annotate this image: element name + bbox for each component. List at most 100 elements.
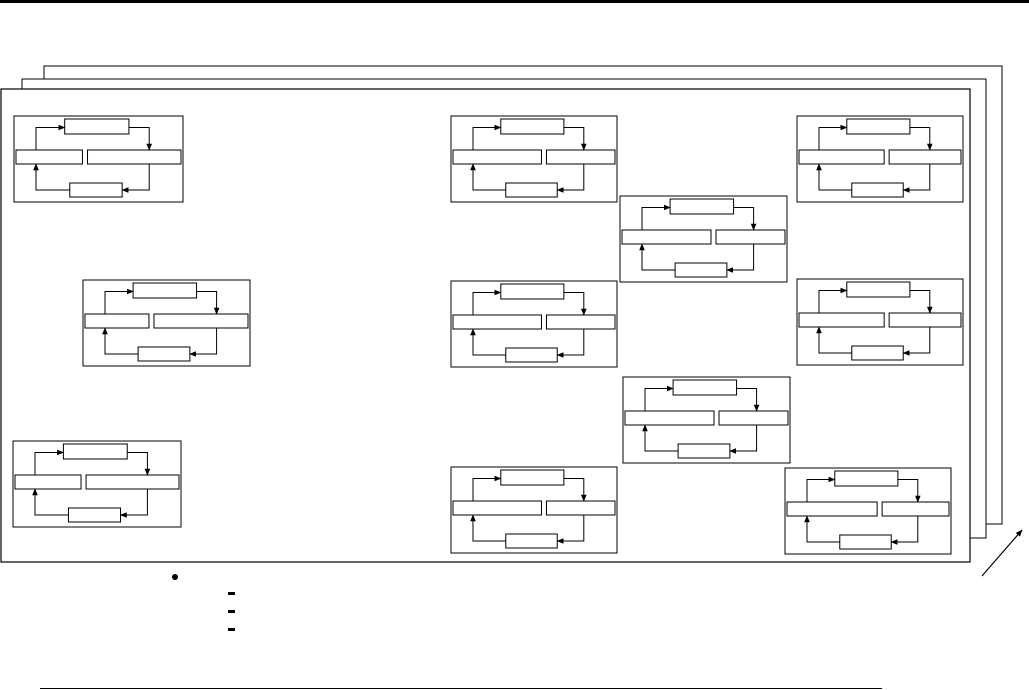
cycle-block (622, 376, 791, 464)
arrowhead-icon (736, 388, 760, 412)
sub-bullet-icon (228, 628, 235, 631)
cycle-step-top (500, 283, 565, 300)
cycle-step-bottom (69, 182, 123, 198)
cycle-step-right (718, 410, 789, 426)
arrowhead-icon (818, 287, 848, 313)
arrowhead-icon (470, 514, 506, 542)
bottom-rule (40, 688, 882, 689)
arrowhead-icon (472, 124, 502, 150)
cycle-step-top (834, 470, 899, 487)
cycle-step-top (64, 118, 130, 135)
cycle-step-right (545, 314, 616, 330)
arrowhead-icon (121, 164, 150, 193)
cycle-step-right (153, 313, 249, 329)
cycle-step-right (881, 501, 950, 517)
arrowhead-icon (902, 164, 931, 193)
arrowhead-icon (563, 478, 587, 502)
arrowhead-icon (733, 207, 757, 231)
cycle-step-left (15, 149, 83, 165)
cycle-step-right (545, 500, 616, 516)
cycle-step-left (786, 501, 878, 517)
arrowhead-icon (472, 475, 502, 501)
arrowhead-icon (816, 163, 852, 191)
arrowhead-icon (128, 127, 152, 151)
arrowhead-icon (642, 424, 679, 452)
cycle-block (796, 278, 964, 366)
cycle-step-left (452, 500, 542, 516)
cycle-step-bottom (137, 346, 191, 362)
arrowhead-icon (804, 515, 840, 543)
arrowhead-icon (556, 515, 585, 544)
cycle-step-right (888, 149, 962, 165)
arrowhead-icon (639, 243, 676, 271)
cycle-step-top (500, 118, 565, 135)
cycle-step-right (545, 149, 616, 165)
cycle-block (450, 280, 618, 368)
arrowhead-icon (818, 124, 848, 150)
cycle-step-bottom (67, 507, 122, 523)
cycle-step-right (85, 474, 180, 490)
cycle-step-bottom (505, 182, 558, 198)
cycle-block (619, 195, 788, 283)
arrowhead-icon (909, 290, 933, 314)
cycle-block (796, 115, 964, 203)
cycle-step-bottom (677, 443, 731, 459)
arrowhead-icon (470, 328, 506, 356)
arrowhead-icon (644, 385, 674, 411)
cycle-step-top (672, 379, 738, 396)
cycle-step-top (846, 281, 911, 298)
arrowhead-icon (104, 288, 134, 314)
cycle-step-bottom (674, 262, 728, 278)
bullet-icon (172, 574, 178, 580)
arrowhead-icon (33, 163, 70, 191)
arrowhead-icon (563, 292, 587, 316)
arrowhead-icon (472, 289, 502, 315)
cycle-step-left (452, 314, 542, 330)
cycle-step-left (798, 149, 885, 165)
cycle-step-bottom (839, 534, 892, 550)
arrowhead-icon (102, 327, 139, 355)
cycle-step-bottom (851, 345, 904, 361)
arrowhead-icon (35, 124, 66, 150)
arrowhead-icon (119, 489, 148, 518)
cycle-step-top (500, 469, 565, 486)
cycle-step-top (669, 198, 735, 215)
cycle-step-top (62, 443, 128, 460)
cycle-step-left (14, 474, 82, 490)
cycle-step-right (87, 149, 182, 165)
cycle-block (13, 115, 184, 203)
cycle-step-top (846, 118, 911, 135)
arrowhead-icon (34, 449, 65, 475)
cycle-step-left (624, 410, 715, 426)
sub-bullet-icon (228, 592, 235, 595)
cycle-blocks (12, 115, 964, 555)
arrowhead-icon (189, 328, 218, 357)
arrowhead-icon (726, 244, 755, 273)
arrowhead-icon (641, 204, 671, 230)
arrowhead-icon (127, 452, 151, 476)
cycle-step-left (452, 149, 542, 165)
arrowhead-icon (556, 164, 585, 193)
cycle-step-left (84, 313, 150, 329)
arrowhead-icon (563, 127, 587, 151)
cycle-step-top (132, 282, 198, 299)
cycle-step-bottom (505, 533, 558, 549)
sub-bullet-icon (228, 610, 235, 613)
arrowhead-icon (556, 329, 585, 358)
arrowhead-icon (729, 425, 758, 454)
top-rule (0, 0, 1029, 3)
cycle-block (82, 279, 251, 367)
arrowhead-icon (890, 516, 919, 545)
cycle-step-right (715, 229, 786, 245)
arrowhead-icon (902, 327, 931, 356)
arrowhead-icon (816, 326, 852, 354)
arrowhead-icon (897, 479, 921, 503)
cycle-step-bottom (505, 347, 558, 363)
cycle-block (784, 467, 952, 555)
arrowhead-icon (470, 163, 506, 191)
cycle-step-left (621, 229, 712, 245)
cycle-step-right (888, 312, 962, 328)
cycle-block (12, 440, 182, 528)
arrowhead-icon (806, 476, 836, 502)
